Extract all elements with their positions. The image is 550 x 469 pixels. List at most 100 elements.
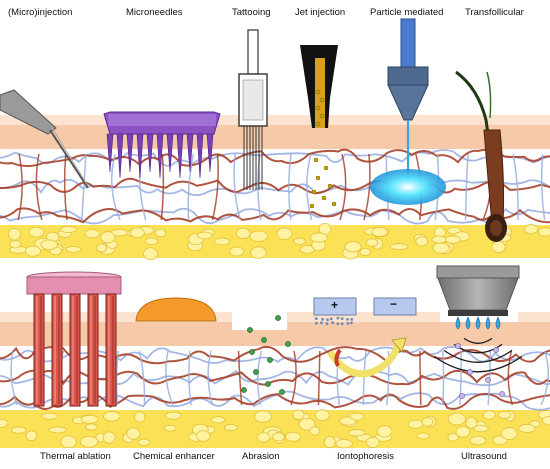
ion-dot bbox=[331, 321, 335, 325]
fat-cell bbox=[96, 243, 108, 253]
fat-cell bbox=[79, 435, 99, 448]
fat-cell bbox=[235, 227, 251, 239]
dermis-fiber bbox=[10, 350, 18, 406]
ion-dot bbox=[336, 316, 340, 320]
dermis-fiber bbox=[464, 153, 469, 221]
microneedle-spike bbox=[186, 133, 194, 173]
abrasion-particle bbox=[279, 389, 285, 395]
elastin-fiber bbox=[0, 178, 550, 197]
abrasion-particle bbox=[267, 357, 273, 363]
fat-cell bbox=[455, 426, 471, 438]
cavitation-bubble bbox=[459, 393, 465, 399]
collagen-fiber bbox=[0, 177, 550, 195]
microinjection-needle bbox=[0, 89, 89, 189]
particle-gun bbox=[370, 18, 446, 205]
jet-droplet bbox=[315, 105, 321, 111]
microneedle-spike bbox=[166, 133, 174, 173]
ion-dot bbox=[321, 317, 324, 321]
abrasion-gap bbox=[232, 310, 287, 330]
fat-cell bbox=[196, 231, 213, 240]
top-stratum-corneum bbox=[0, 115, 550, 125]
thermal-ablation-array bbox=[26, 271, 122, 407]
fat-cell bbox=[100, 231, 116, 244]
abrasion-particle bbox=[265, 381, 271, 387]
fat-cell bbox=[28, 226, 45, 238]
dermis-fiber bbox=[211, 153, 219, 221]
jet-droplet bbox=[315, 89, 321, 95]
fat-cell bbox=[249, 230, 268, 242]
microneedle-spike bbox=[196, 133, 204, 179]
anode-plate bbox=[313, 297, 357, 316]
collagen-fiber bbox=[0, 345, 550, 365]
fat-cell bbox=[365, 238, 379, 247]
ion-dot bbox=[325, 322, 329, 326]
collagen-fiber bbox=[0, 207, 550, 224]
ion-dot bbox=[326, 318, 329, 322]
dermis-fiber bbox=[507, 350, 514, 406]
abrasion-particle bbox=[253, 369, 259, 375]
dermis-fiber bbox=[512, 153, 519, 221]
fat-cell bbox=[102, 431, 116, 444]
dermis-fiber bbox=[110, 153, 121, 221]
dermis-fiber bbox=[339, 153, 347, 221]
jet-droplet bbox=[309, 203, 315, 209]
cavitation-bubble bbox=[499, 391, 505, 397]
dermis-fiber bbox=[362, 350, 367, 406]
fat-cell bbox=[371, 227, 389, 237]
cathode-plate bbox=[373, 297, 417, 316]
microneedle-spike bbox=[126, 133, 134, 173]
label-iontophoresis: Iontophoresis bbox=[337, 451, 395, 462]
fat-cell bbox=[482, 410, 496, 420]
top-skin-section bbox=[0, 115, 550, 261]
ultrasound-drop bbox=[475, 316, 481, 330]
label-chemical-enhancer: Chemical enhancer bbox=[133, 451, 215, 462]
ultrasound-drop bbox=[495, 316, 501, 330]
fat-cell bbox=[40, 239, 58, 250]
fat-cell bbox=[292, 237, 307, 245]
fat-cell bbox=[138, 438, 151, 446]
fat-cell bbox=[103, 411, 121, 422]
ablation-rod bbox=[105, 293, 117, 407]
ultrasound-wave bbox=[433, 355, 523, 373]
fat-cell bbox=[447, 412, 467, 426]
fat-cell bbox=[9, 240, 22, 249]
ion-dot bbox=[329, 317, 333, 321]
dermis-fiber bbox=[187, 153, 195, 221]
fat-cell bbox=[254, 410, 273, 423]
dermis-fiber bbox=[233, 153, 241, 221]
jet-injector bbox=[300, 45, 338, 209]
jet-droplet bbox=[315, 175, 321, 181]
elastin-fiber bbox=[0, 149, 550, 167]
anode-sign: + bbox=[331, 298, 339, 312]
fat-cell bbox=[250, 246, 267, 259]
fat-cell bbox=[347, 429, 366, 437]
dermis-fiber bbox=[17, 153, 23, 221]
ultrasound-wave bbox=[463, 337, 493, 344]
fat-cell bbox=[48, 426, 67, 434]
ion-dot bbox=[350, 321, 353, 325]
dermis-fiber bbox=[386, 350, 390, 406]
ion-dot bbox=[346, 322, 350, 325]
label-microneedles: Microneedles bbox=[126, 7, 183, 18]
dermis-fiber bbox=[288, 153, 292, 221]
dermis-fiber bbox=[419, 350, 422, 406]
microneedle-spikes bbox=[106, 133, 214, 179]
fat-cell bbox=[10, 426, 27, 434]
fat-cell bbox=[228, 246, 245, 257]
dermis-fiber bbox=[207, 350, 214, 406]
ultrasound-drop bbox=[465, 316, 471, 330]
fat-cell bbox=[389, 243, 409, 251]
dermis-fiber bbox=[441, 350, 445, 406]
dermis-fiber bbox=[540, 350, 550, 406]
dermis-fiber bbox=[459, 350, 462, 406]
ion-dot bbox=[340, 317, 344, 320]
fat-cell bbox=[473, 424, 489, 433]
ultrasound-drop bbox=[455, 316, 461, 330]
dermis-fiber bbox=[237, 350, 243, 406]
abrasion-particle bbox=[285, 341, 291, 347]
fat-cell bbox=[344, 241, 362, 253]
fat-cell bbox=[163, 424, 177, 432]
fat-cell bbox=[256, 432, 271, 443]
fat-cell bbox=[366, 436, 380, 449]
